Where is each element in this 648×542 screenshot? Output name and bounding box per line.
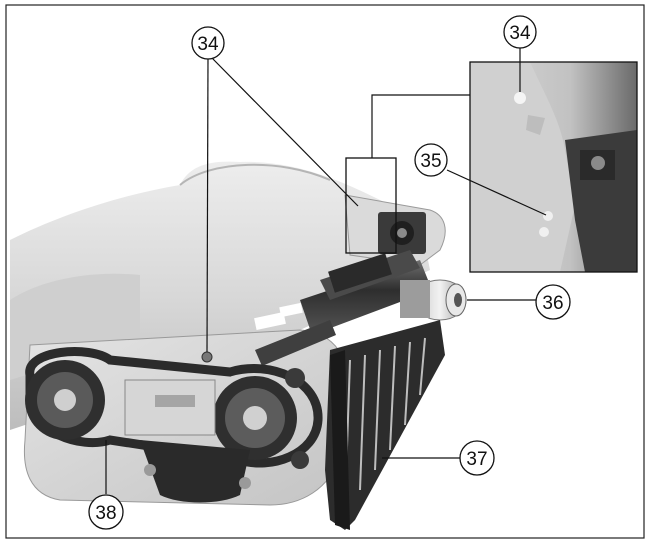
- rear-bracket: [344, 194, 446, 266]
- drive-shaft: [255, 250, 432, 366]
- inset-connector: [371, 94, 470, 158]
- callout-34-main: 34: [191, 26, 225, 60]
- leader-34-b: [211, 57, 359, 207]
- callout-38: 38: [88, 494, 124, 530]
- leader-35: [446, 169, 547, 216]
- callout-36-label: 36: [542, 293, 563, 314]
- belt-drive: [25, 347, 323, 469]
- callout-34-main-label: 34: [197, 34, 219, 55]
- chain-guide: [325, 320, 445, 530]
- screw-34-main: [201, 351, 213, 363]
- coupling-hub: [400, 279, 467, 321]
- photo-frame: [5, 4, 645, 539]
- inset-panel: [469, 61, 638, 273]
- callout-38-label: 38: [95, 503, 116, 524]
- callout-36: 36: [535, 284, 571, 320]
- callout-34-inset-label: 34: [509, 23, 531, 44]
- callout-37: 37: [459, 440, 495, 476]
- callout-34-inset: 34: [503, 15, 537, 49]
- leader-34-a: [206, 57, 209, 353]
- callout-35: 35: [414, 143, 448, 177]
- callout-37-label: 37: [466, 449, 487, 470]
- callout-35-label: 35: [420, 151, 441, 172]
- detail-box: [345, 157, 397, 254]
- plate-slots: [254, 302, 303, 330]
- gear-cover: [124, 379, 251, 503]
